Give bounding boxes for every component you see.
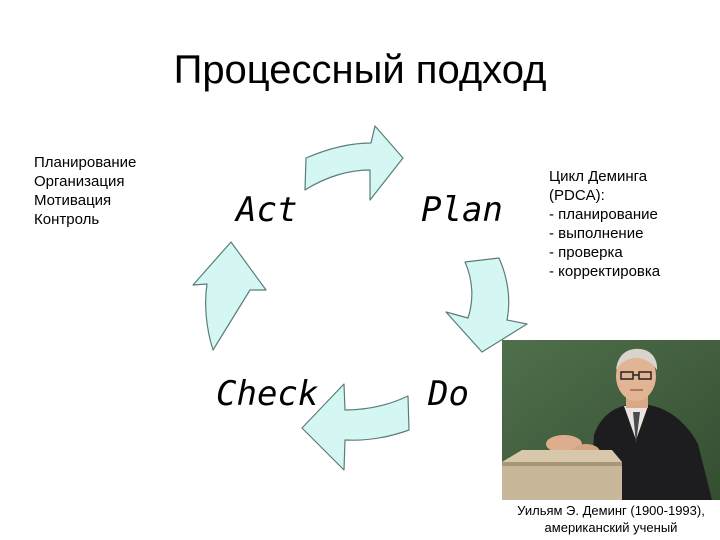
stage-check-label: Check bbox=[216, 374, 319, 414]
function-organization: Организация bbox=[34, 173, 125, 190]
arrow-check-to-act bbox=[192, 241, 267, 351]
function-planning: Планирование bbox=[34, 154, 137, 171]
deming-portrait-photo bbox=[502, 340, 720, 500]
pdca-item-planning: - планирование bbox=[549, 206, 658, 223]
pdca-heading-line2: (PDCA): bbox=[549, 187, 605, 204]
caption-line1: Уильям Э. Деминг (1900-1993), bbox=[517, 503, 705, 518]
stage-do-label: Do bbox=[428, 374, 469, 414]
arrow-do-to-check bbox=[301, 383, 410, 471]
function-control: Контроль bbox=[34, 211, 100, 228]
stage-act-label: Act bbox=[236, 190, 298, 230]
pdca-item-checking: - проверка bbox=[549, 244, 623, 261]
management-functions-list: Планирование Организация Мотивация Контр… bbox=[34, 153, 136, 229]
arrow-act-to-plan bbox=[304, 125, 404, 201]
deming-cycle-description: Цикл Деминга (PDCA): - планирование - вы… bbox=[549, 167, 660, 281]
function-motivation: Мотивация bbox=[34, 192, 112, 209]
pdca-item-correcting: - корректировка bbox=[549, 263, 661, 280]
page-title: Процессный подход bbox=[173, 48, 547, 92]
caption-line2: американский ученый bbox=[544, 520, 678, 535]
arrow-plan-to-do bbox=[445, 257, 528, 353]
portrait-caption: Уильям Э. Деминг (1900-1993), американск… bbox=[502, 502, 720, 536]
portrait-illustration bbox=[502, 340, 720, 500]
pdca-item-doing: - выполнение bbox=[549, 225, 644, 242]
pdca-heading-line1: Цикл Деминга bbox=[549, 168, 648, 185]
stage-plan-label: Plan bbox=[421, 190, 503, 230]
